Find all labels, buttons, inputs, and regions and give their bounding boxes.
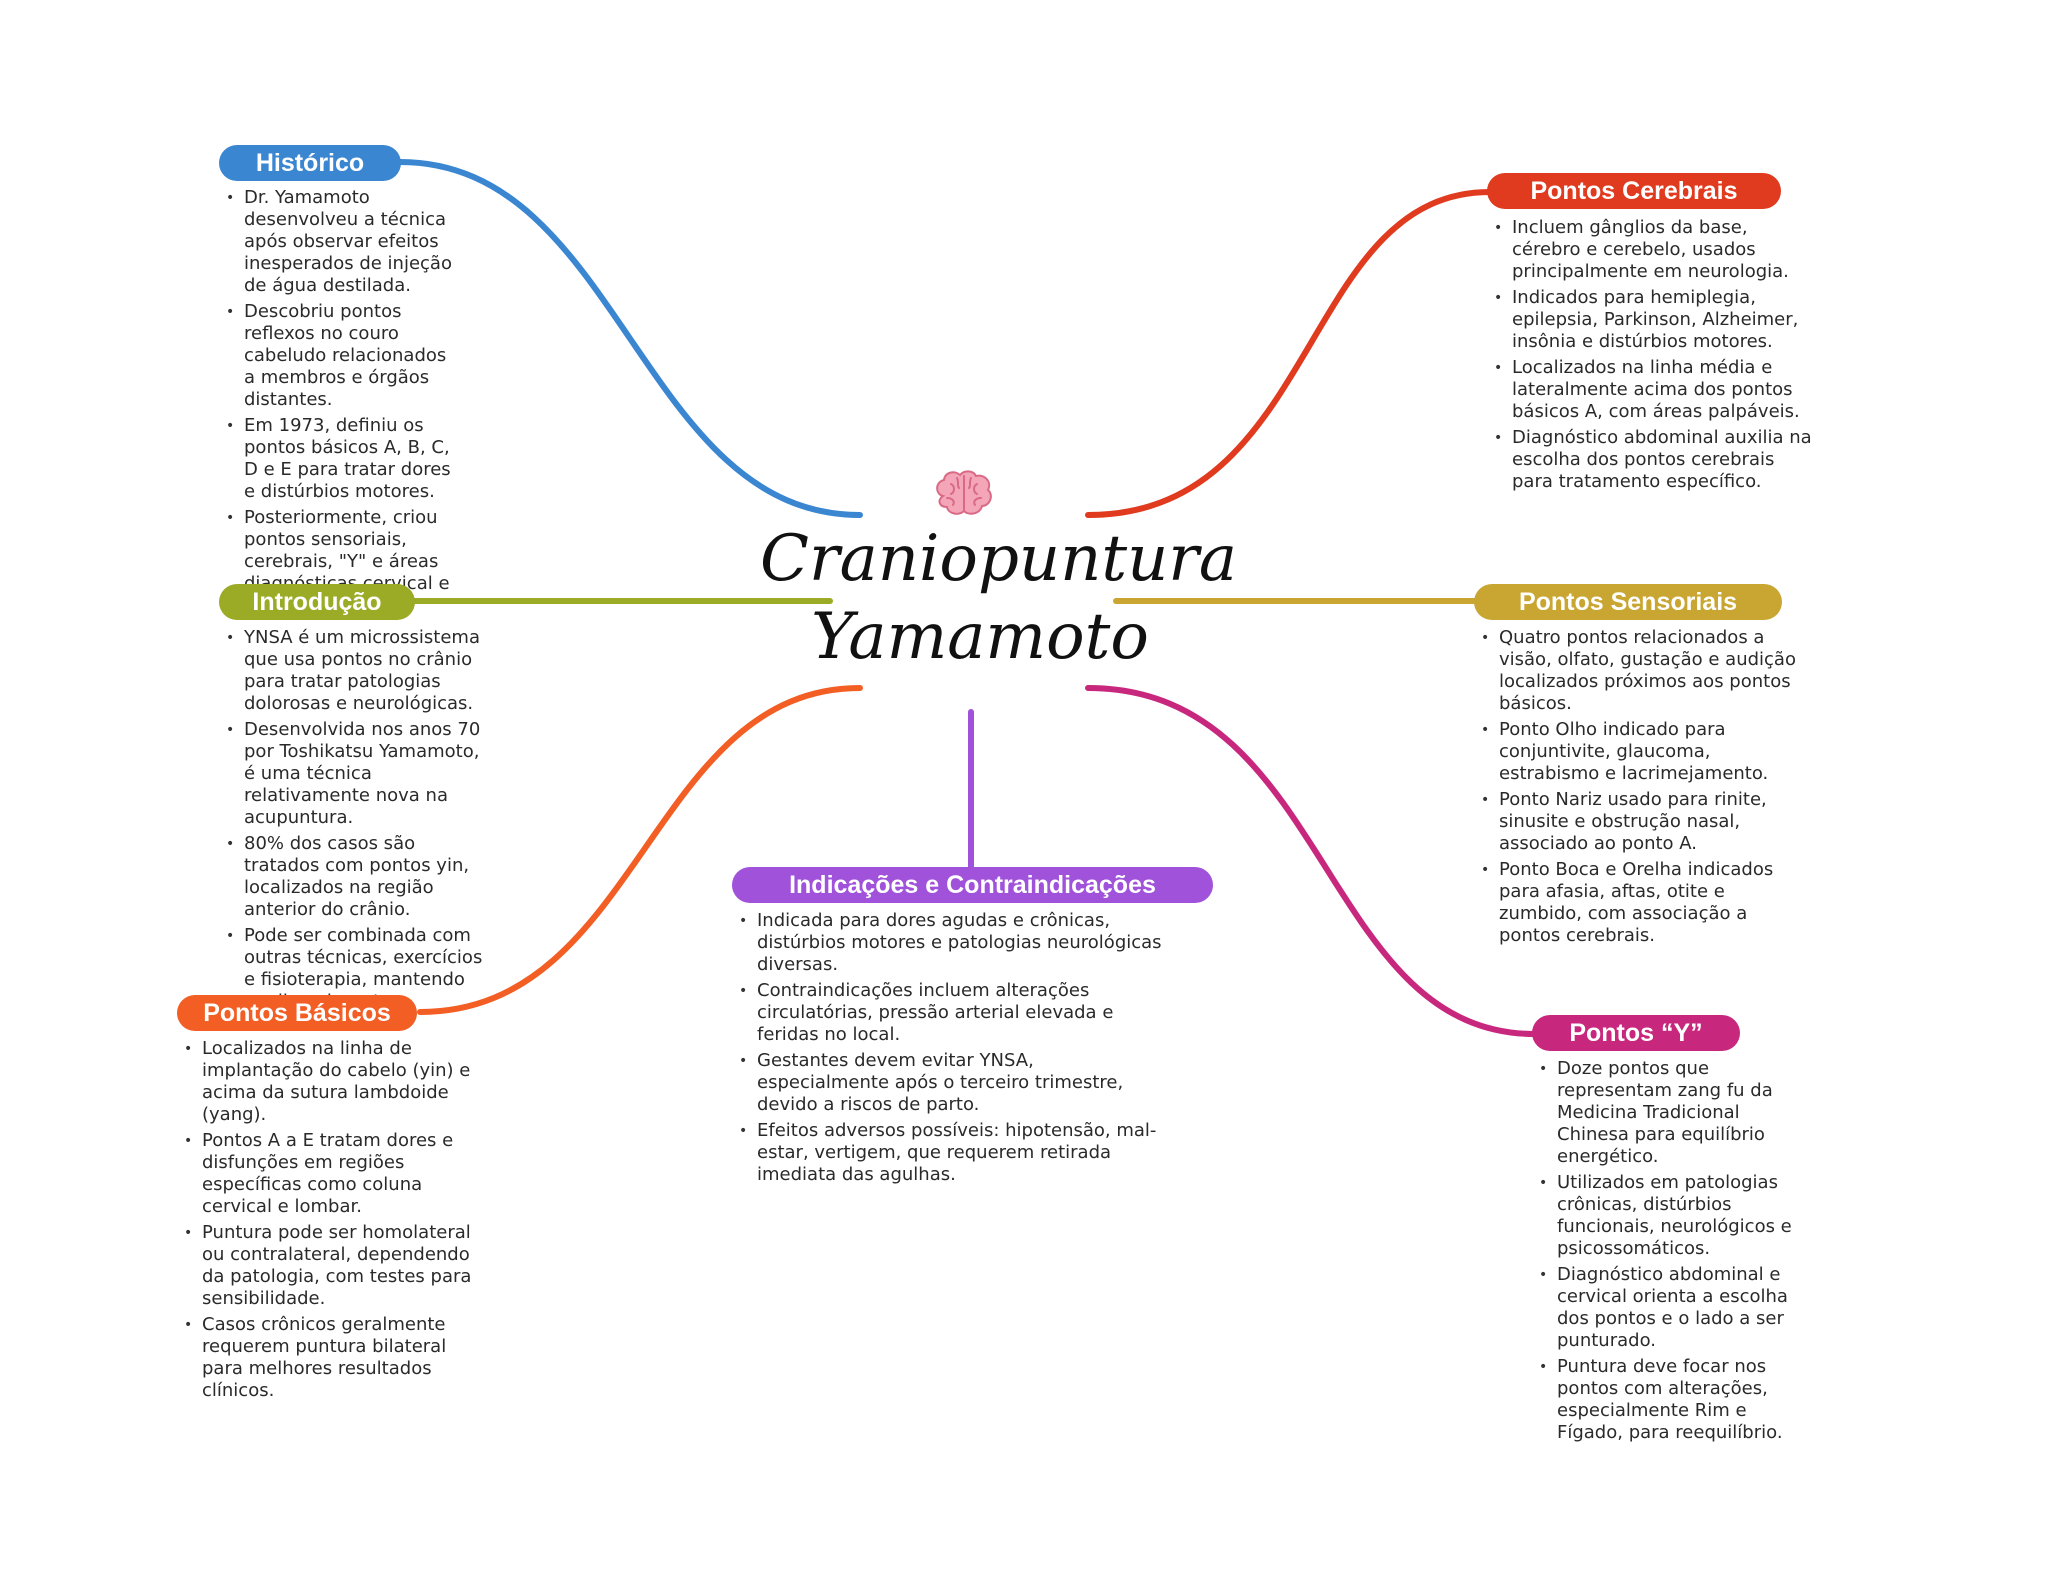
branch-list-introducao: YNSA é um microssistema que usa pontos n… (222, 627, 492, 1039)
list-item: Ponto Boca e Orelha indicados para afasi… (1481, 859, 1799, 947)
connector-historico (397, 159, 863, 518)
list-item: Em 1973, definiu os pontos básicos A, B,… (226, 415, 454, 503)
list-item: Localizados na linha média e lateralment… (1494, 357, 1812, 423)
list-item: Puntura pode ser homolateral ou contrala… (184, 1222, 492, 1310)
branch-label-introducao: Introdução (219, 584, 415, 620)
list-item: Dr. Yamamoto desenvolveu a técnica após … (226, 187, 454, 297)
list-item: Incluem gânglios da base, cérebro e cere… (1494, 217, 1812, 283)
branch-label-pontos-y: Pontos “Y” (1532, 1015, 1740, 1051)
branch-label-pontos-basicos: Pontos Básicos (177, 995, 417, 1031)
connector-pontos-cerebrais (1085, 189, 1493, 518)
branch-list-pontos-basicos: Localizados na linha de implantação do c… (180, 1038, 492, 1406)
list-item: Ponto Nariz usado para rinite, sinusite … (1481, 789, 1799, 855)
list-item: Puntura deve focar nos pontos com altera… (1539, 1356, 1817, 1444)
branch-label-indicacoes: Indicações e Contraindicações (732, 867, 1213, 903)
connector-pontos-basicos (417, 685, 863, 1015)
page-title: Craniopuntura Yamamoto (760, 522, 1238, 674)
list-item: Ponto Olho indicado para conjuntivite, g… (1481, 719, 1799, 785)
branch-list-pontos-sensoriais: Quatro pontos relacionados a visão, olfa… (1477, 627, 1799, 951)
branch-label-historico: Histórico (219, 145, 401, 181)
list-item: Efeitos adversos possíveis: hipotensão, … (739, 1120, 1167, 1186)
connector-pontos-y (1085, 685, 1538, 1037)
brain-icon (936, 470, 992, 515)
list-item: Indicada para dores agudas e crônicas, d… (739, 910, 1167, 976)
list-item: Doze pontos que representam zang fu da M… (1539, 1058, 1817, 1168)
list-item: Utilizados em patologias crônicas, distú… (1539, 1172, 1817, 1260)
list-item: Quatro pontos relacionados a visão, olfa… (1481, 627, 1799, 715)
branch-label-pontos-cerebrais: Pontos Cerebrais (1487, 173, 1781, 209)
list-item: Gestantes devem evitar YNSA, especialmen… (739, 1050, 1167, 1116)
list-item: Pontos A a E tratam dores e disfunções e… (184, 1130, 492, 1218)
list-item: YNSA é um microssistema que usa pontos n… (226, 627, 492, 715)
branch-list-indicacoes: Indicada para dores agudas e crônicas, d… (735, 910, 1167, 1190)
list-item: Diagnóstico abdominal e cervical orienta… (1539, 1264, 1817, 1352)
branch-label-pontos-sensoriais: Pontos Sensoriais (1474, 584, 1782, 620)
list-item: Diagnóstico abdominal auxilia na escolha… (1494, 427, 1812, 493)
list-item: Indicados para hemiplegia, epilepsia, Pa… (1494, 287, 1812, 353)
branch-list-historico: Dr. Yamamoto desenvolveu a técnica após … (222, 187, 454, 621)
list-item: 80% dos casos são tratados com pontos yi… (226, 833, 492, 921)
branch-list-pontos-y: Doze pontos que representam zang fu da M… (1535, 1058, 1817, 1448)
list-item: Descobriu pontos reflexos no couro cabel… (226, 301, 454, 411)
list-item: Localizados na linha de implantação do c… (184, 1038, 492, 1126)
list-item: Desenvolvida nos anos 70 por Toshikatsu … (226, 719, 492, 829)
branch-list-pontos-cerebrais: Incluem gânglios da base, cérebro e cere… (1490, 217, 1812, 497)
list-item: Casos crônicos geralmente requerem puntu… (184, 1314, 492, 1402)
list-item: Contraindicações incluem alterações circ… (739, 980, 1167, 1046)
